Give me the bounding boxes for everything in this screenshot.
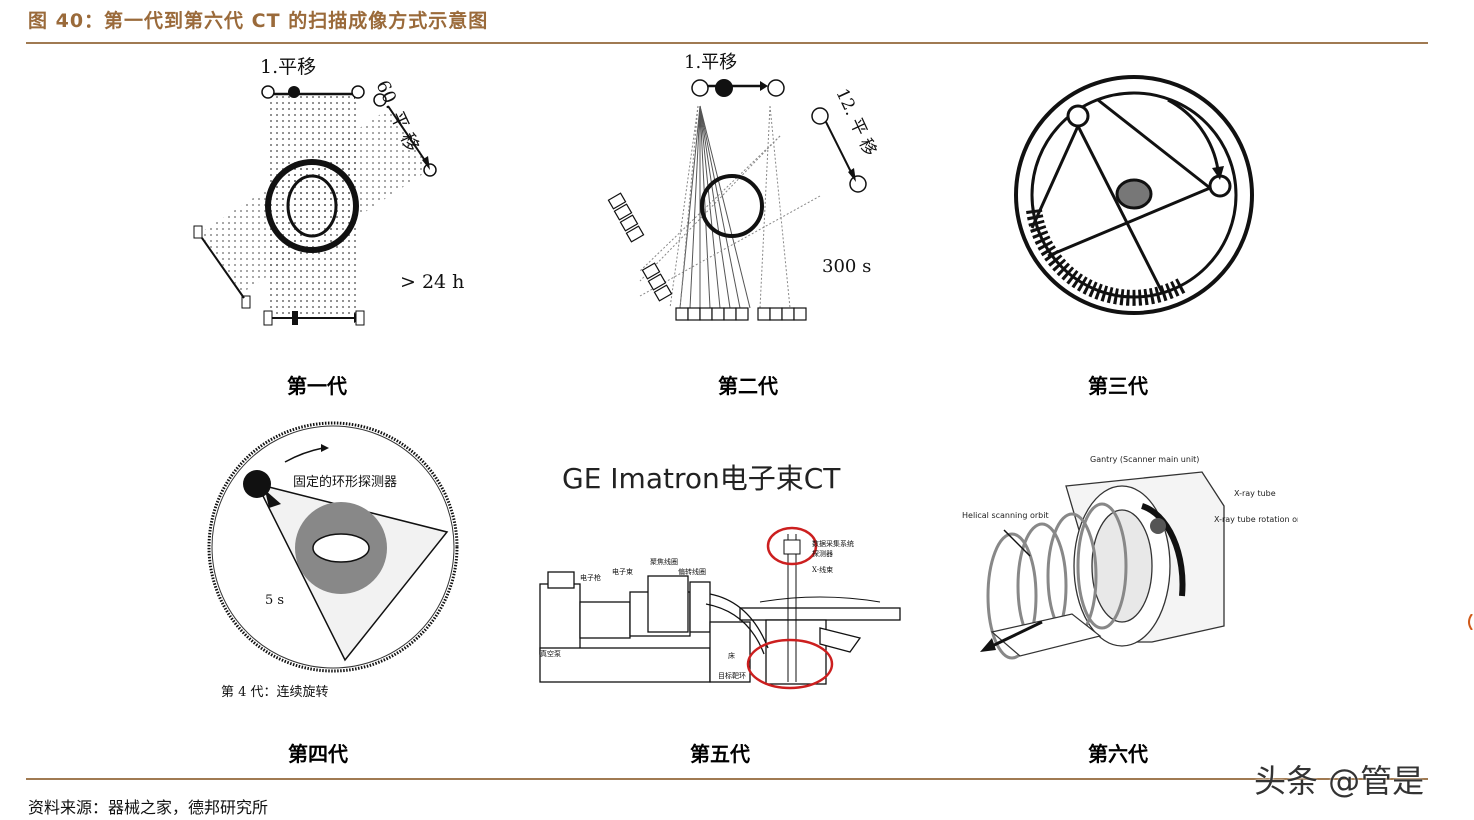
gen3-object bbox=[1115, 178, 1153, 210]
caption-gen6: 第六代 bbox=[1088, 742, 1148, 766]
gen1-tube-center bbox=[288, 86, 300, 98]
gen4-detector-label: 固定的环形探测器 bbox=[293, 474, 397, 490]
gen5-das-label: 数据采集系统 bbox=[812, 539, 854, 548]
gen2-time-label: 300 s bbox=[822, 256, 871, 277]
gen5-detector-label: 探测器 bbox=[812, 549, 833, 558]
source-note: 资料来源：器械之家，德邦研究所 bbox=[28, 798, 269, 817]
gen5-svg: GE Imatron电子束CT 数据采集系统 探测器 X-线 bbox=[539, 462, 901, 690]
watermark: 头条 @管是 bbox=[1254, 762, 1425, 800]
gen6-gantry bbox=[1065, 471, 1225, 647]
gen5-highlight-das bbox=[766, 526, 818, 566]
gen2-tube bbox=[715, 79, 733, 97]
caption-gen4: 第四代 bbox=[288, 742, 348, 766]
gen3-gantry-outer bbox=[1014, 75, 1254, 315]
caption-gen5: 第五代 bbox=[690, 742, 750, 766]
gen1-translate-label: 1.平移 bbox=[260, 56, 316, 78]
gen1-tube-left bbox=[261, 85, 275, 99]
edge-mark bbox=[1468, 614, 1473, 630]
gen1-tube-right bbox=[351, 85, 365, 99]
gen1-svg: 1.平移 60. 平 移 > 24 h bbox=[193, 56, 464, 326]
gen1-time-label: > 24 h bbox=[400, 271, 464, 293]
gen2-detectors bbox=[607, 192, 807, 321]
gen5-machine bbox=[539, 571, 901, 685]
panel-gen3-diagram bbox=[1008, 70, 1262, 320]
gen4-patient bbox=[312, 533, 370, 563]
gen3-svg bbox=[1014, 75, 1254, 315]
top-rule bbox=[26, 42, 1428, 44]
panel-gen4-diagram: 固定的环形探测器 5 s 第 4 代：连续旋转 bbox=[185, 412, 477, 704]
gen1-beam-diagonal bbox=[200, 108, 432, 293]
gen1-head bbox=[286, 174, 338, 238]
gen5-target-label: 目标靶环 bbox=[718, 671, 746, 680]
panel-gen1-diagram: 1.平移 60. 平 移 > 24 h bbox=[180, 48, 490, 338]
gen6-table bbox=[990, 613, 1102, 657]
gen4-time-label: 5 s bbox=[265, 593, 284, 608]
gen3-detector-arc bbox=[1026, 208, 1189, 306]
gen5-ebeam-label: 电子束 bbox=[612, 567, 633, 576]
gen5-bed-label: 床 bbox=[728, 651, 735, 660]
caption-gen2: 第二代 bbox=[718, 374, 778, 398]
panel-gen5-diagram: GE Imatron电子束CT 数据采集系统 探测器 X-线 bbox=[520, 452, 916, 698]
gen2-svg: 1.平移 12. 平 移 300 s bbox=[607, 52, 880, 321]
gen4-footer-label: 第 4 代：连续旋转 bbox=[221, 684, 329, 700]
panel-gen2-diagram: 1.平移 12. 平 移 300 s bbox=[600, 46, 900, 336]
gen6-rotation-orbit bbox=[1140, 503, 1186, 597]
gen6-gantry-label: Gantry (Scanner main unit) bbox=[1090, 455, 1199, 464]
gen5-heading: GE Imatron电子束CT bbox=[562, 462, 841, 495]
gen5-highlight-target bbox=[746, 638, 834, 690]
gen2-translate-label: 1.平移 bbox=[684, 52, 737, 73]
gen1-ring bbox=[265, 159, 359, 253]
gen6-xray-tube bbox=[1150, 518, 1166, 534]
panel-gen6-diagram: Gantry (Scanner main unit) Helical scann… bbox=[952, 446, 1298, 692]
gen5-deflect-label: 偏转线圈 bbox=[678, 567, 706, 576]
gen5-egun-label: 电子枪 bbox=[580, 573, 601, 582]
gen6-xtube-label: X-ray tube bbox=[1234, 489, 1276, 498]
gen4-tube bbox=[243, 470, 271, 498]
caption-gen3: 第三代 bbox=[1088, 374, 1148, 398]
gen6-svg: Gantry (Scanner main unit) Helical scann… bbox=[962, 455, 1298, 660]
gen6-helical-label: Helical scanning orbit bbox=[962, 511, 1049, 520]
gen4-detector-ring bbox=[207, 421, 459, 673]
gen2-head bbox=[700, 174, 764, 238]
gen5-vacuum-label: 真空泵 bbox=[540, 649, 561, 658]
gen5-xbeam-label: X-线束 bbox=[812, 565, 833, 574]
caption-gen1: 第一代 bbox=[287, 374, 347, 398]
gen5-focus-label: 聚焦线圈 bbox=[650, 557, 678, 566]
gen2-beams bbox=[679, 105, 751, 309]
gen3-tube-start bbox=[1066, 104, 1090, 128]
bottom-rule bbox=[26, 778, 1428, 780]
gen6-rotation-label: X-ray tube rotation orbit bbox=[1214, 515, 1298, 524]
figure-title: 图 40：第一代到第六代 CT 的扫描成像方式示意图 bbox=[28, 10, 489, 32]
gen4-svg: 固定的环形探测器 5 s 第 4 代：连续旋转 bbox=[207, 421, 459, 700]
